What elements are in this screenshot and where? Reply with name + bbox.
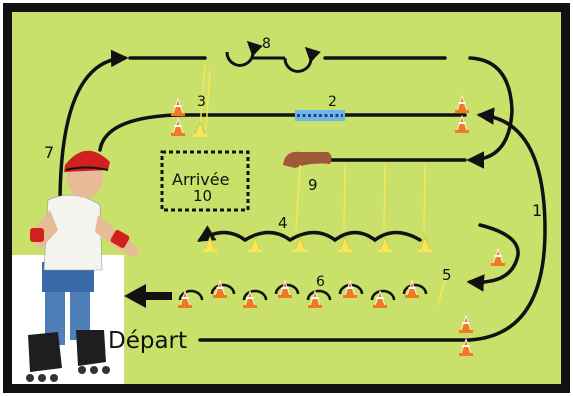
- step-label-1: 1: [532, 201, 542, 220]
- step-label-2: 2: [328, 94, 337, 110]
- helmet: [64, 150, 110, 172]
- step-labels: 8 3 2 7 9 4 1 5 6 Arrivée 10 Départ: [44, 36, 542, 354]
- step-7-inner-curve: [98, 113, 177, 152]
- step-7-curve: [58, 49, 129, 207]
- finish-number: 10: [193, 187, 212, 205]
- step-label-3: 3: [197, 94, 206, 110]
- step-label-7: 7: [44, 143, 54, 162]
- step-8-loops: [225, 40, 321, 73]
- start-label: Départ: [108, 328, 187, 354]
- slalom-4-path: [196, 225, 422, 243]
- board-obstacle: [283, 151, 332, 168]
- loop-arrow-icon: [225, 40, 263, 67]
- child-on-rollerblades-photo: [12, 150, 140, 384]
- top-right-curve: [466, 56, 514, 169]
- step-label-5: 5: [442, 266, 452, 284]
- step-6-arcs: [178, 283, 428, 301]
- step-label-8: 8: [262, 36, 271, 52]
- loop-5-curve: [466, 223, 520, 292]
- finish-label: Arrivée: [172, 170, 229, 189]
- guide-lines: [199, 64, 446, 306]
- loop-arrow-icon: [283, 46, 321, 73]
- finish-box: [160, 150, 250, 212]
- step-label-6: 6: [316, 274, 325, 290]
- direction-arrow-icon: [124, 284, 172, 308]
- step-1-curve: [468, 107, 547, 342]
- bridge-obstacle: [295, 110, 345, 121]
- step-label-9: 9: [308, 176, 318, 194]
- step-label-4: 4: [278, 214, 288, 232]
